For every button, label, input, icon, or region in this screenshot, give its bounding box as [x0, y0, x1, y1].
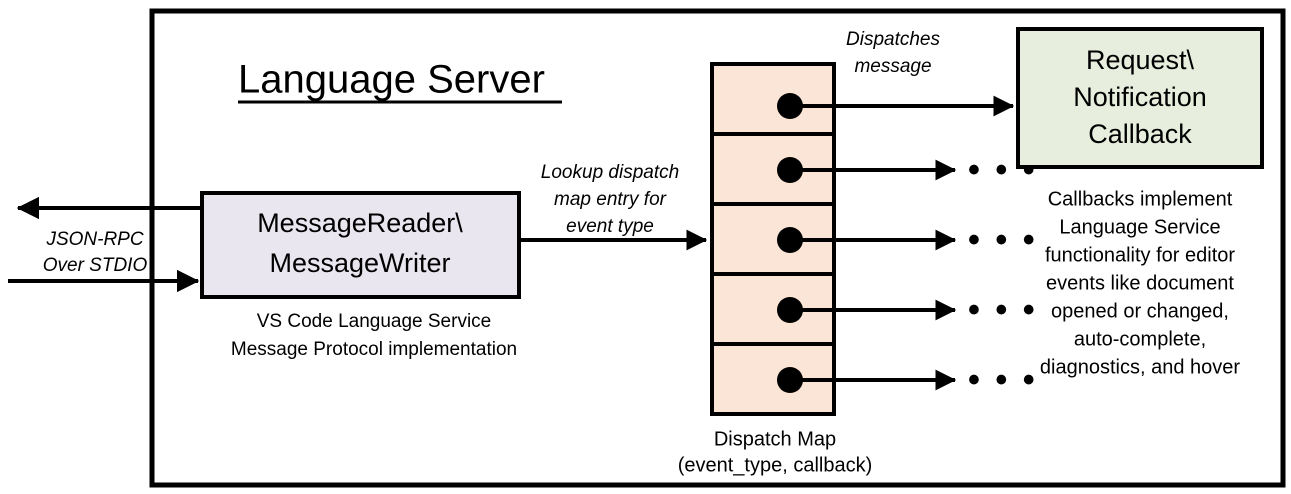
jsonrpc-label-line2: Over STDIO [43, 255, 148, 276]
dispatch-ellipsis-5: • • • [968, 361, 1038, 399]
dispatch-map-caption-line1: Dispatch Map [714, 428, 836, 450]
lookup-label-line1: Lookup dispatch [541, 162, 679, 183]
message-io-caption-line1: VS Code Language Service [257, 311, 492, 332]
callback-note-line-7: diagnostics, and hover [1040, 356, 1240, 378]
callback-box-line2: Notification [1073, 82, 1207, 112]
dispatches-label-line2: message [854, 56, 931, 77]
language-server-boundary [149, 8, 1286, 488]
dispatch-map-row-1[interactable] [710, 62, 836, 136]
callback-note-line-3: functionality for editor [1045, 244, 1235, 266]
callback-note-line-1: Callbacks implement [1048, 188, 1233, 210]
dispatch-ellipsis-3: • • • [968, 221, 1038, 259]
request-notification-callback-box[interactable] [1016, 27, 1264, 169]
lookup-label-line3: event type [566, 216, 654, 237]
dispatches-label-line1: Dispatches [846, 29, 940, 50]
callback-box-line3: Callback [1088, 119, 1192, 149]
page-title: Language Server [238, 58, 545, 102]
dispatch-ellipsis-4: • • • [968, 291, 1038, 329]
jsonrpc-label-line1: JSON-RPC [45, 229, 143, 250]
message-io-caption-line2: Message Protocol implementation [231, 339, 517, 360]
message-reader-writer-box[interactable] [200, 191, 521, 299]
lookup-label-line2: map entry for [554, 189, 667, 210]
callback-note-line-5: opened or changed, [1051, 300, 1229, 322]
callback-note-line-6: auto-complete, [1074, 328, 1206, 350]
callback-note-line-2: Language Service [1059, 216, 1220, 238]
callback-note: Callbacks implement Language Service fun… [1040, 188, 1240, 378]
dispatch-map-caption-line2: (event_type, callback) [678, 454, 873, 476]
callback-note-line-4: events like document [1046, 272, 1234, 294]
message-reader-writer-line2: MessageWriter [269, 248, 450, 278]
message-reader-writer-line1: MessageReader\ [257, 208, 463, 238]
callback-box-line1: Request\ [1086, 45, 1195, 75]
